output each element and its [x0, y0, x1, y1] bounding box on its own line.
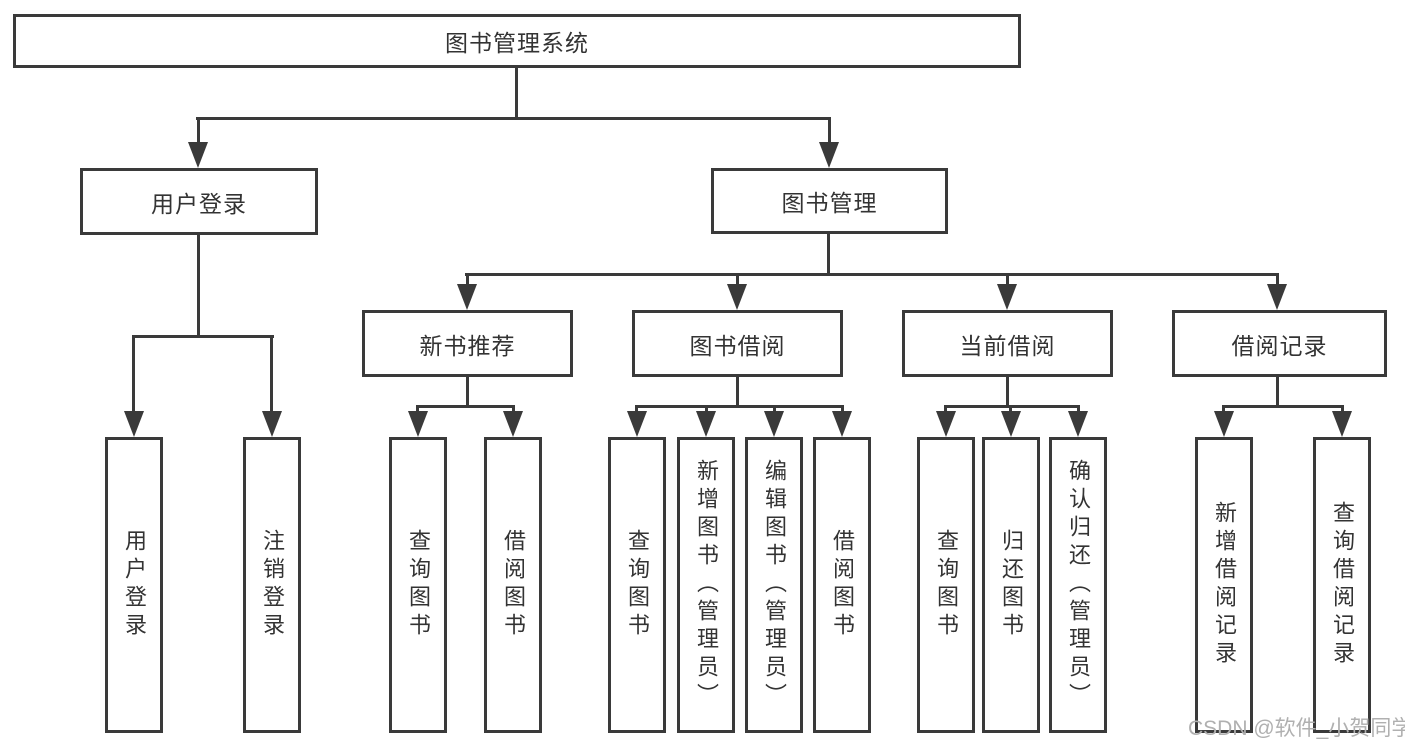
connector-line — [1276, 273, 1279, 287]
connector-line — [705, 405, 708, 415]
connector-line — [132, 335, 135, 415]
node-label: 查询图书 — [934, 529, 959, 641]
node-label: 新书推荐 — [419, 332, 516, 359]
node-label: 借阅记录 — [1231, 332, 1328, 359]
node-leaf-add-book-admin: 新增图书（管理员） — [677, 437, 735, 733]
connector-line — [1341, 405, 1344, 415]
node-library-system: 图书管理系统 — [13, 14, 1021, 68]
node-book-borrowing: 图书借阅 — [632, 310, 843, 377]
node-leaf-return-book: 归还图书 — [982, 437, 1040, 733]
arrowhead-down-icon — [696, 411, 716, 437]
arrowhead-down-icon — [262, 411, 282, 437]
connector-line — [635, 405, 638, 415]
csdn-watermark: CSDN @软件_小贺同学 — [1188, 717, 1405, 740]
connector-line — [773, 405, 776, 415]
arrowhead-down-icon — [503, 411, 523, 437]
connector-line — [828, 117, 831, 145]
node-label: 用户登录 — [151, 190, 247, 217]
arrowhead-down-icon — [936, 411, 956, 437]
connector-line — [736, 377, 739, 405]
arrowhead-down-icon — [457, 284, 477, 310]
arrowhead-down-icon — [1332, 411, 1352, 437]
connector-line — [1077, 405, 1080, 415]
connector-line — [1222, 405, 1344, 408]
connector-line — [736, 273, 739, 287]
connector-line — [515, 68, 518, 117]
node-label: 查询图书 — [406, 529, 431, 641]
node-leaf-query-books-current: 查询图书 — [917, 437, 975, 733]
node-label: 查询借阅记录 — [1330, 501, 1355, 669]
node-label: 图书管理 — [781, 190, 878, 216]
node-leaf-borrow-books-recommend: 借阅图书 — [484, 437, 542, 733]
node-leaf-borrow-books-borrowing: 借阅图书 — [813, 437, 871, 733]
node-label: 图书管理系统 — [445, 30, 589, 56]
arrowhead-down-icon — [997, 284, 1017, 310]
arrowhead-down-icon — [819, 142, 839, 168]
connector-line — [416, 405, 515, 408]
connector-line — [635, 405, 844, 408]
node-label: 查询图书 — [625, 529, 650, 641]
node-label: 新增图书（管理员） — [694, 459, 719, 711]
node-label: 编辑图书（管理员） — [762, 459, 787, 711]
arrowhead-down-icon — [832, 411, 852, 437]
node-label: 新增借阅记录 — [1212, 501, 1237, 669]
connector-line — [944, 405, 947, 415]
connector-line — [1006, 377, 1009, 405]
arrowhead-down-icon — [1001, 411, 1021, 437]
connector-line — [466, 273, 469, 287]
node-label: 归还图书 — [999, 529, 1024, 641]
connector-line — [1006, 273, 1009, 287]
connector-line — [512, 405, 515, 415]
arrowhead-down-icon — [764, 411, 784, 437]
connector-line — [944, 405, 1080, 408]
connector-line — [416, 405, 419, 415]
connector-line — [827, 234, 830, 273]
connector-line — [1222, 405, 1225, 415]
node-leaf-query-books-borrowing: 查询图书 — [608, 437, 666, 733]
arrowhead-down-icon — [1267, 284, 1287, 310]
node-leaf-user-login: 用户登录 — [105, 437, 163, 733]
node-label: 当前借阅 — [959, 332, 1056, 359]
arrowhead-down-icon — [188, 142, 208, 168]
arrowhead-down-icon — [1214, 411, 1234, 437]
node-user-login: 用户登录 — [80, 168, 318, 235]
node-label: 确认归还（管理员） — [1066, 459, 1091, 711]
node-label: 借阅图书 — [830, 529, 855, 641]
node-leaf-confirm-return-admin: 确认归还（管理员） — [1049, 437, 1107, 733]
node-leaf-logout: 注销登录 — [243, 437, 301, 733]
connector-line — [465, 273, 1279, 276]
node-leaf-query-borrow-record: 查询借阅记录 — [1313, 437, 1371, 733]
node-leaf-query-books-recommend: 查询图书 — [389, 437, 447, 733]
node-borrow-records: 借阅记录 — [1172, 310, 1387, 377]
connector-line — [1009, 405, 1012, 415]
node-label: 注销登录 — [260, 529, 285, 641]
arrowhead-down-icon — [627, 411, 647, 437]
connector-line — [132, 335, 274, 338]
node-label: 借阅图书 — [501, 529, 526, 641]
arrowhead-down-icon — [408, 411, 428, 437]
connector-line — [1276, 377, 1279, 405]
connector-line — [466, 377, 469, 405]
node-new-book-recommend: 新书推荐 — [362, 310, 573, 377]
connector-line — [197, 235, 200, 335]
node-current-borrowing: 当前借阅 — [902, 310, 1113, 377]
connector-line — [196, 117, 831, 120]
connector-line — [270, 335, 273, 415]
arrowhead-down-icon — [124, 411, 144, 437]
arrowhead-down-icon — [727, 284, 747, 310]
node-leaf-add-borrow-record: 新增借阅记录 — [1195, 437, 1253, 733]
arrowhead-down-icon — [1068, 411, 1088, 437]
connector-line — [841, 405, 844, 415]
connector-line — [197, 117, 200, 145]
node-label: 图书借阅 — [689, 332, 786, 359]
node-book-management: 图书管理 — [711, 168, 948, 234]
node-label: 用户登录 — [122, 529, 147, 641]
node-leaf-edit-book-admin: 编辑图书（管理员） — [745, 437, 803, 733]
